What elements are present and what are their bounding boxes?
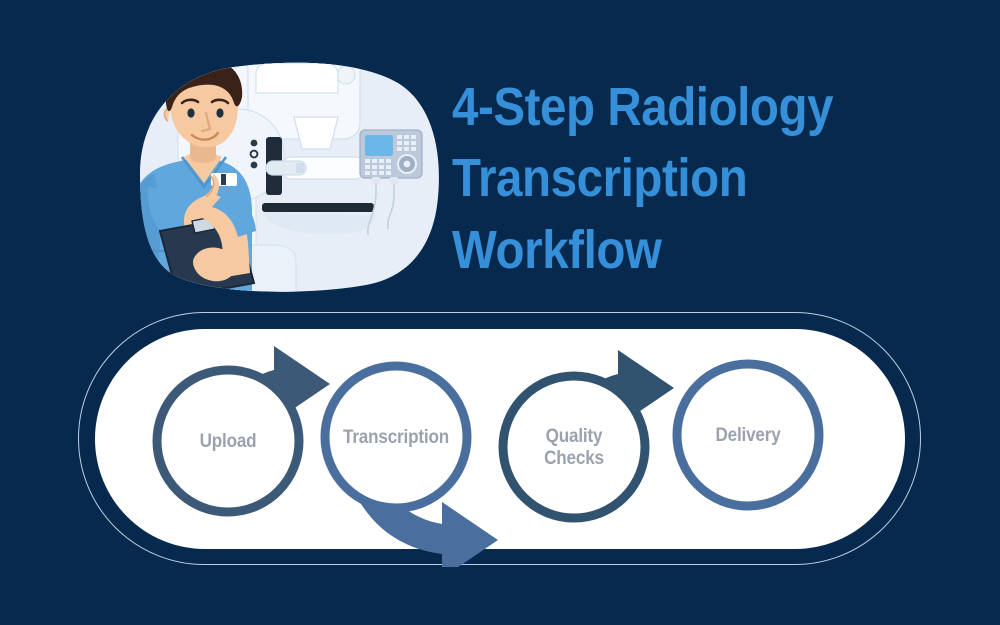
compression-paddle <box>293 116 339 150</box>
page-title: 4-Step Radiology Transcription Workflow <box>452 77 834 280</box>
detector-table <box>262 203 374 212</box>
machine-knob-icon <box>336 65 356 85</box>
workflow-diagram <box>152 346 824 567</box>
console-screen <box>365 135 393 156</box>
technician-figure <box>140 62 256 292</box>
control-console <box>359 129 423 236</box>
step-circle-transcription[interactable] <box>320 361 472 513</box>
eye-left <box>187 108 195 118</box>
illustration-svg <box>140 62 439 292</box>
console-keypad-top <box>397 135 416 151</box>
eye-right <box>216 108 224 118</box>
console-keypad-bottom <box>365 159 391 175</box>
arrow-transcription-to-quality <box>340 424 498 567</box>
workflow-panel: Upload Transcription Quality Checks Deli… <box>78 312 923 567</box>
step-circle-upload[interactable] <box>152 365 304 517</box>
workflow-panel-outline <box>78 312 921 565</box>
arrow-upload-to-transcription <box>202 346 330 488</box>
step-circle-quality-checks[interactable] <box>498 371 650 523</box>
technician-hand-holding <box>193 247 235 282</box>
step-circle-delivery[interactable] <box>672 359 824 511</box>
radiology-technician-illustration <box>98 45 448 300</box>
